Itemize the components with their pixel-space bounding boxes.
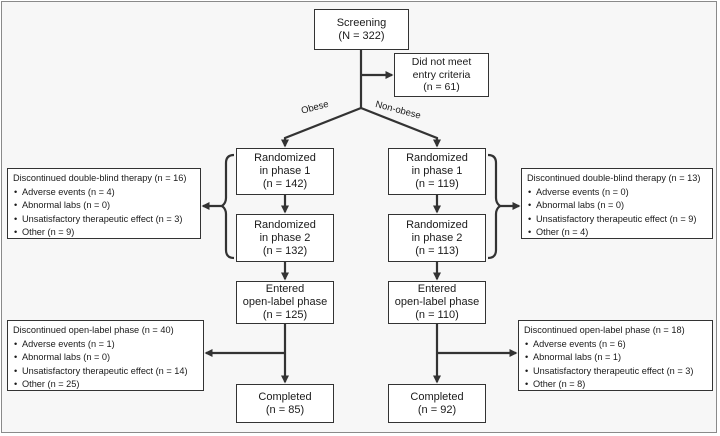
list-item: Unsatisfactory therapeutic effect (n = 9… — [527, 213, 707, 227]
nonobese-branch-line — [360, 106, 441, 148]
excluded-count: (n = 61) — [423, 81, 460, 94]
obese-bracket — [220, 153, 235, 260]
obese-completed-count: (n = 85) — [265, 403, 305, 416]
excluded-line2: entry criteria — [412, 68, 471, 81]
nonobese-randomized-phase1-box: Randomized in phase 1 (n = 119) — [388, 148, 486, 195]
obese-branch-line — [281, 106, 362, 148]
list-item: Adverse events (n = 0) — [527, 186, 707, 200]
obese-r1-count: (n = 142) — [262, 178, 308, 190]
screening-title: Screening — [336, 16, 387, 29]
nonobese-r1-line1: Randomized — [406, 152, 468, 164]
nonobese-open-count: (n = 110) — [415, 309, 459, 321]
nonobese-r2-count: (n = 113) — [415, 244, 459, 257]
nonobese-completed-label: Completed — [410, 390, 464, 403]
obese-discontinued-open-label-box: Discontinued open-label phase (n = 40) A… — [7, 320, 204, 391]
obese-discontinued-double-blind-box: Discontinued double-blind therapy (n = 1… — [7, 168, 201, 239]
obese-r2-count: (n = 132) — [262, 244, 308, 257]
nonobese-open-line1: Entered — [417, 283, 457, 295]
obese-open-label-box: Entered open-label phase (n = 125) — [236, 281, 334, 324]
nonobese-open-line2: open-label phase — [394, 296, 480, 308]
obese-ol-title: Discontinued open-label phase (n = 40) — [13, 325, 174, 335]
nonobese-randomized-phase2-box: Randomized in phase 2 (n = 113) — [388, 214, 486, 262]
list-item: Adverse events (n = 1) — [13, 338, 198, 352]
obese-db-title: Discontinued double-blind therapy (n = 1… — [13, 173, 187, 183]
nonobese-r2-line2: in phase 2 — [411, 231, 463, 244]
nonobese-open-label-box: Entered open-label phase (n = 110) — [388, 281, 486, 324]
nonobese-r1-line2: in phase 1 — [411, 165, 463, 177]
list-item: Unsatisfactory therapeutic effect (n = 1… — [13, 365, 198, 379]
list-item: Adverse events (n = 6) — [524, 338, 707, 352]
nonobese-completed-box: Completed (n = 92) — [388, 384, 486, 423]
obese-r2-line2: in phase 2 — [259, 231, 311, 244]
nonobese-discontinued-double-blind-box: Discontinued double-blind therapy (n = 1… — [521, 168, 713, 239]
nonobese-discontinued-open-label-box: Discontinued open-label phase (n = 18) A… — [518, 320, 713, 391]
obese-r1-line2: in phase 1 — [259, 165, 311, 177]
nonobese-r2-line1: Randomized — [406, 218, 468, 231]
obese-open-count: (n = 125) — [262, 309, 308, 321]
list-item: Abnormal labs (n = 1) — [524, 351, 707, 365]
obese-db-reasons: Adverse events (n = 4) Abnormal labs (n … — [13, 186, 195, 240]
list-item: Unsatisfactory therapeutic effect (n = 3… — [524, 365, 707, 379]
obese-open-line2: open-label phase — [242, 296, 328, 308]
list-item: Other (n = 25) — [13, 378, 198, 392]
obese-open-line1: Entered — [265, 283, 305, 295]
list-item: Other (n = 8) — [524, 378, 707, 392]
nonobese-r1-count: (n = 119) — [415, 178, 459, 190]
obese-completed-box: Completed (n = 85) — [236, 384, 334, 423]
nonobese-completed-count: (n = 92) — [417, 403, 457, 416]
list-item: Unsatisfactory therapeutic effect (n = 3… — [13, 213, 195, 227]
screening-count: (N = 322) — [338, 29, 385, 42]
obese-r2-line1: Randomized — [254, 218, 316, 231]
nonobese-db-reasons: Adverse events (n = 0) Abnormal labs (n … — [527, 186, 707, 240]
screening-box: Screening (N = 322) — [314, 9, 409, 50]
obese-randomized-phase2-box: Randomized in phase 2 (n = 132) — [236, 214, 334, 262]
list-item: Adverse events (n = 4) — [13, 186, 195, 200]
nonobese-ol-reasons: Adverse events (n = 6) Abnormal labs (n … — [524, 338, 707, 392]
excluded-line1: Did not meet — [411, 56, 472, 69]
obese-completed-label: Completed — [258, 390, 312, 403]
list-item: Abnormal labs (n = 0) — [13, 351, 198, 365]
list-item: Other (n = 9) — [13, 226, 195, 240]
obese-randomized-phase1-box: Randomized in phase 1 (n = 142) — [236, 148, 334, 195]
list-item: Abnormal labs (n = 0) — [13, 199, 195, 213]
obese-ol-reasons: Adverse events (n = 1) Abnormal labs (n … — [13, 338, 198, 392]
obese-r1-line1: Randomized — [254, 152, 316, 164]
list-item: Other (n = 4) — [527, 226, 707, 240]
nonobese-db-title: Discontinued double-blind therapy (n = 1… — [527, 173, 701, 183]
nonobese-bracket — [487, 153, 502, 260]
nonobese-ol-title: Discontinued open-label phase (n = 18) — [524, 325, 685, 335]
excluded-box: Did not meet entry criteria (n = 61) — [394, 53, 489, 97]
list-item: Abnormal labs (n = 0) — [527, 199, 707, 213]
